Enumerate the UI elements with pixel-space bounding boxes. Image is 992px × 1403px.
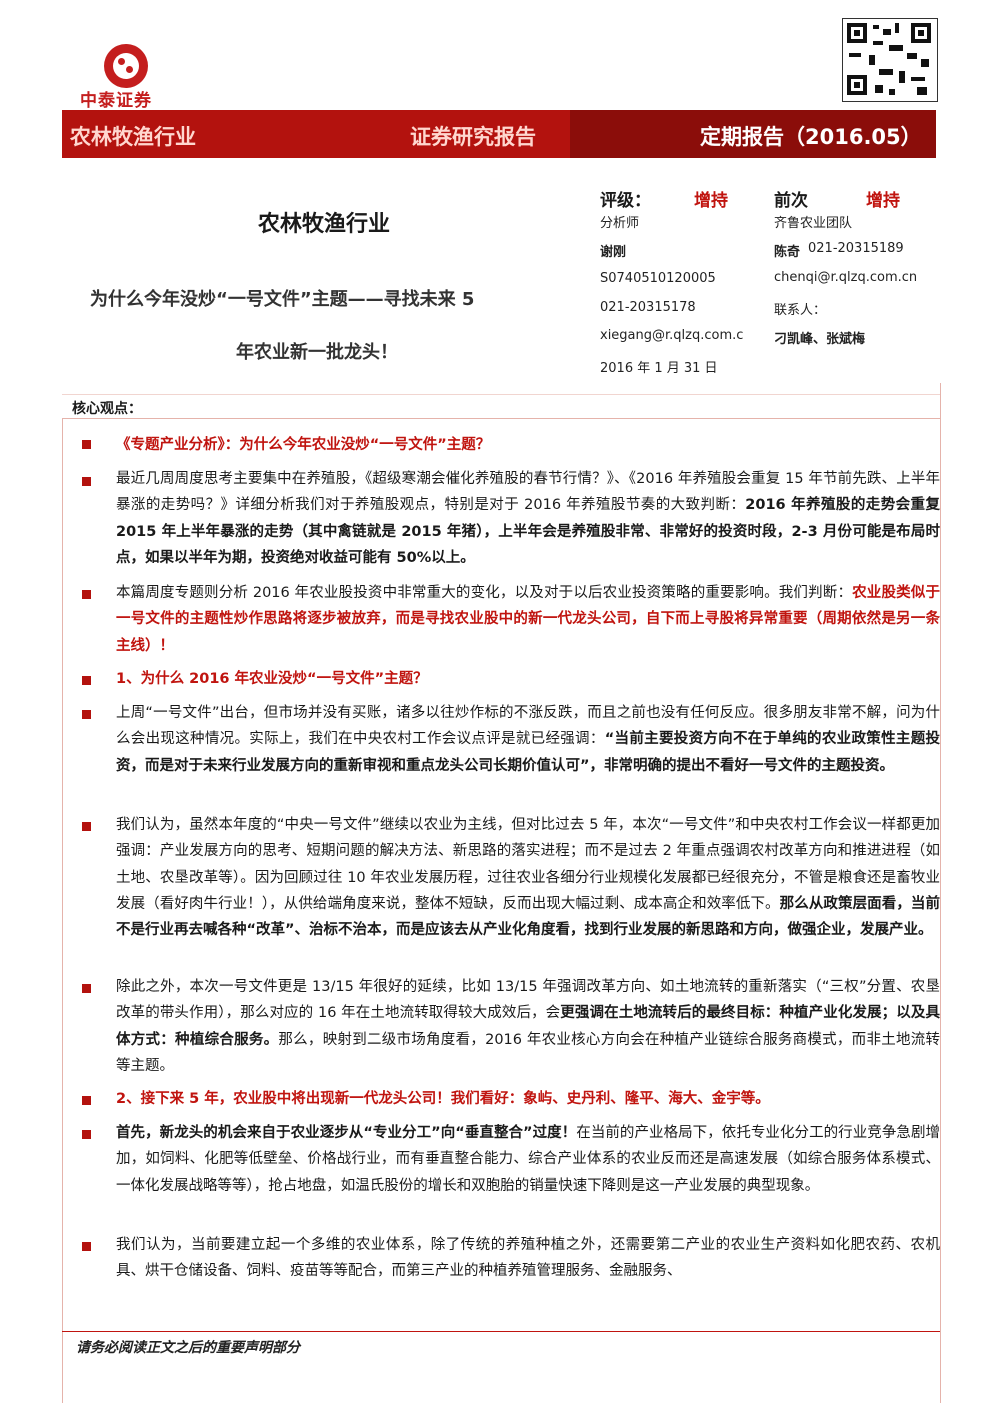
contacts: 刁凯峰、张斌梅 <box>774 332 866 347</box>
team-name: 齐鲁农业团队 <box>774 216 853 231</box>
contact-label: 联系人： <box>774 303 827 318</box>
bullet-icon <box>82 440 91 449</box>
divider <box>62 418 940 419</box>
bullet-icon <box>82 1130 91 1139</box>
report-date: 2016 年 1 月 31 日 <box>600 361 718 376</box>
banner-report-type: 证券研究报告 <box>410 125 536 149</box>
paragraph-7: 除此之外，本次一号文件更是 13/15 年很好的延续，比如 13/15 年强调改… <box>116 979 940 1074</box>
industry-title: 农林牧渔行业 <box>258 212 391 237</box>
bullet-icon <box>82 822 91 831</box>
paragraph-3: 本篇周度专题则分析 2016 年农业股投资中非常重大的变化，以及对于以后农业投资… <box>116 585 940 654</box>
report-title-line1: 为什么今年没炒“一号文件”主题——寻找未来 5 <box>90 289 475 310</box>
core-bar <box>62 394 940 419</box>
bullet-icon <box>82 590 91 599</box>
logo-icon <box>104 44 148 88</box>
left-border <box>62 418 63 1403</box>
analyst-phone: 021-20315178 <box>600 300 696 315</box>
analyst-role: 分析师 <box>600 216 640 231</box>
bullet-icon <box>82 710 91 719</box>
banner-industry: 农林牧渔行业 <box>70 125 196 149</box>
prev-rating-value: 增持 <box>866 191 900 211</box>
bullet-icon <box>82 676 91 685</box>
report-title-line2: 年农业新一批龙头！ <box>236 342 398 363</box>
brand-name: 中泰证券 <box>80 91 152 111</box>
footer-disclaimer: 请务必阅读正文之后的重要声明部分 <box>76 1340 300 1356</box>
paragraph-2: 最近几周周度思考主要集中在养殖股，《超级寒潮会催化养殖股的春节行情？》、《201… <box>116 471 940 566</box>
section-heading-1: 《专题产业分析》：为什么今年农业没炒“一号文件”主题？ <box>116 437 491 453</box>
section-heading-3: 2、接下来 5 年，农业股中将出现新一代龙头公司！我们看好：象屿、史丹利、隆平、… <box>116 1091 770 1107</box>
bullet-icon <box>82 477 91 486</box>
team-member-phone: 021-20315189 <box>808 241 904 256</box>
banner-period: 定期报告（2016.05） <box>700 125 922 149</box>
bullet-icon <box>82 984 91 993</box>
core-views-label: 核心观点： <box>72 401 142 417</box>
paragraph-5: 上周“一号文件”出台，但市场并没有买账，诸多以往炒作标的不涨反跌，而且之前也没有… <box>116 705 941 774</box>
analyst-email[interactable]: xiegang@r.qlzq.com.c <box>600 328 744 343</box>
bullet-icon <box>82 1096 91 1105</box>
analyst-cert: S0740510120005 <box>600 271 716 286</box>
prev-rating-label: 前次 <box>774 191 808 211</box>
paragraph-9: 首先，新龙头的机会来自于农业逐步从“专业分工”向“垂直整合”过度！在当前的产业格… <box>116 1125 940 1194</box>
analyst-name: 谢刚 <box>600 245 627 260</box>
paragraph-10: 我们认为，当前要建立起一个多维的农业体系，除了传统的养殖种植之外，还需要第二产业… <box>116 1237 940 1280</box>
footer-divider <box>62 1331 940 1332</box>
paragraph-6: 我们认为，虽然本年度的“中央一号文件”继续以农业为主线，但对比过去 5 年，本次… <box>116 817 941 939</box>
team-member: 陈奇 <box>774 245 801 260</box>
right-border <box>940 383 941 1403</box>
header-banner-left <box>62 110 570 158</box>
rating-label: 评级： <box>600 191 651 211</box>
qr-code-icon <box>842 18 938 102</box>
section-heading-2: 1、为什么 2016 年农业没炒“一号文件”主题？ <box>116 671 428 687</box>
team-member-email[interactable]: chenqi@r.qlzq.com.cn <box>774 270 918 285</box>
rating-value: 增持 <box>694 191 728 211</box>
bullet-icon <box>82 1242 91 1251</box>
